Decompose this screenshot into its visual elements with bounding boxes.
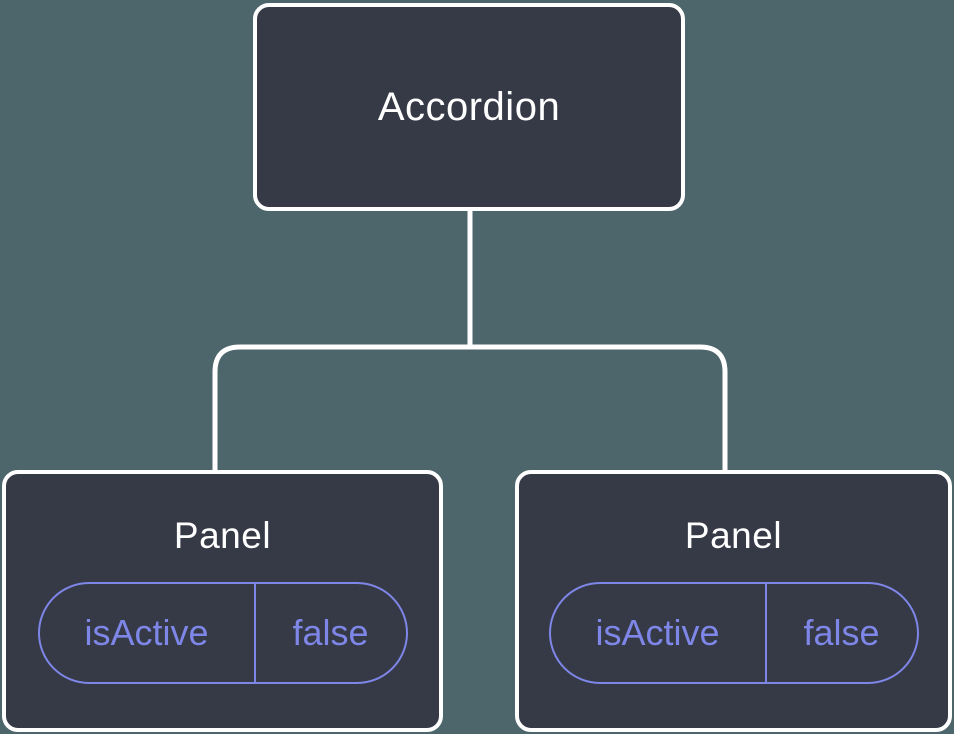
branch-connector-line bbox=[212, 344, 728, 472]
state-pill: isActive false bbox=[548, 582, 919, 685]
component-node-panel-right: Panel isActive false bbox=[515, 470, 952, 732]
state-value-label: false bbox=[764, 584, 917, 683]
state-value-label: false bbox=[253, 584, 406, 683]
state-pill: isActive false bbox=[37, 582, 408, 685]
node-label: Panel bbox=[173, 515, 272, 556]
node-label: Panel bbox=[684, 515, 783, 556]
component-node-accordion: Accordion bbox=[253, 3, 685, 211]
node-label: Accordion bbox=[377, 84, 561, 129]
component-node-panel-left: Panel isActive false bbox=[2, 470, 443, 732]
state-key-label: isActive bbox=[84, 612, 209, 654]
state-key-label: isActive bbox=[595, 612, 720, 654]
